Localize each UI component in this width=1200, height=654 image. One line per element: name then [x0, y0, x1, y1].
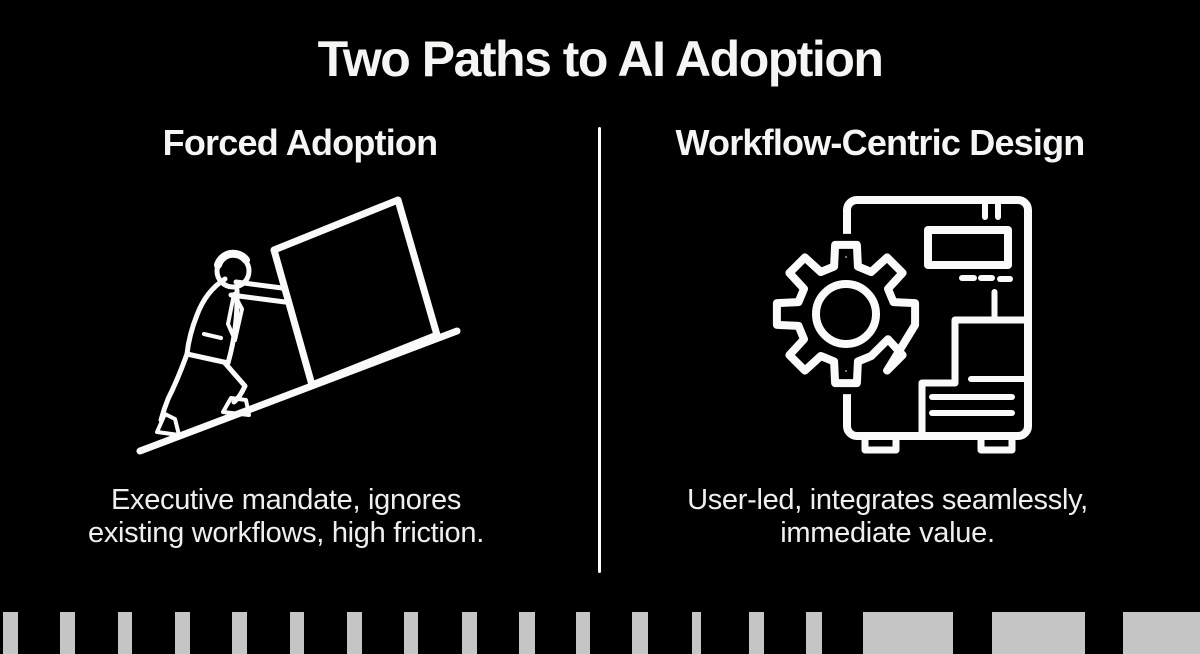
barcode-bar — [462, 612, 477, 654]
column-divider — [598, 127, 601, 573]
man-jacket — [184, 276, 240, 366]
gear-hub — [812, 280, 880, 348]
heading-forced-adoption: Forced Adoption — [162, 122, 438, 163]
description-line: immediate value. — [780, 517, 995, 550]
man-arm-upper — [233, 279, 285, 291]
description-line: Executive mandate, ignores — [110, 484, 462, 516]
description-forced-adoption: Executive mandate, ignores existing work… — [0, 484, 572, 550]
barcode-bar — [992, 612, 1085, 654]
barcode-bar — [290, 612, 304, 654]
barcode-strip — [0, 612, 1200, 654]
page-title: Two Paths to AI Adoption — [317, 31, 884, 87]
barcode-bar — [863, 612, 953, 654]
description-line: existing workflows, high friction. — [88, 517, 484, 550]
barcode-bar — [519, 612, 535, 654]
machine-tray-outline — [918, 316, 1032, 440]
barcode-bar — [347, 612, 362, 654]
barcode-bar — [749, 612, 764, 654]
barcode-bar — [60, 612, 75, 654]
man-arm-lower — [228, 292, 288, 305]
man-tie — [226, 292, 244, 342]
man-hair — [214, 249, 250, 269]
man-back-leg — [158, 351, 190, 423]
barcode-bar — [692, 612, 701, 654]
barcode-bar — [404, 612, 418, 654]
barcode-bar — [175, 612, 190, 654]
barcode-bar — [232, 612, 247, 654]
barcode-bar — [576, 612, 590, 654]
description-line: User-led, integrates seamlessly, — [687, 484, 1088, 516]
jacket-pocket — [202, 332, 223, 340]
barcode-bar — [632, 612, 648, 654]
description-workflow-centric: User-led, integrates seamlessly, immedia… — [575, 484, 1200, 550]
barcode-bar — [118, 612, 132, 654]
gear-machine-icon — [765, 196, 1032, 454]
barcode-bar — [806, 612, 822, 654]
barcode-bar — [3, 612, 18, 654]
man-front-leg — [221, 359, 248, 405]
man-front-boot — [221, 396, 251, 417]
barcode-bar — [1123, 612, 1200, 654]
gear-icon — [772, 240, 920, 388]
machine-foot-right — [977, 432, 1016, 454]
machine-display — [924, 226, 1012, 269]
machine-foot-left — [861, 432, 900, 454]
cube-shape — [270, 196, 441, 389]
man-back-boot — [155, 412, 181, 437]
man-pushing-cube-uphill-icon — [136, 196, 461, 455]
heading-workflow-centric: Workflow-Centric Design — [675, 122, 1086, 163]
